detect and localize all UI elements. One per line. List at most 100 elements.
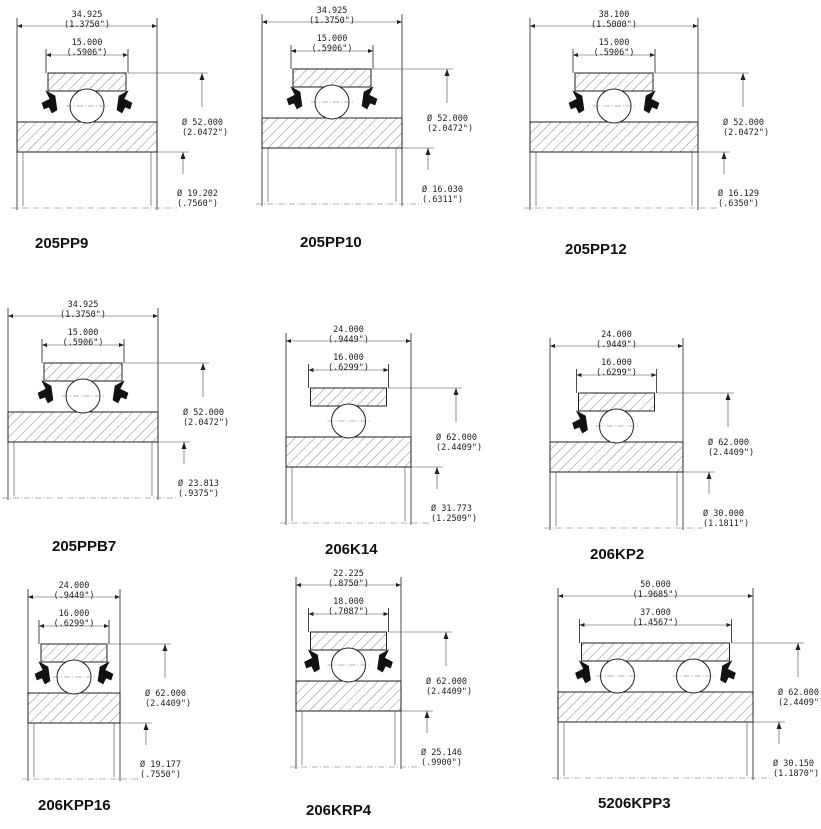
inner-ring bbox=[261, 117, 403, 149]
od-mm: Ø 52.000 bbox=[723, 117, 764, 128]
od-mm: Ø 62.000 bbox=[426, 676, 467, 687]
outer-width-in: (1.3750") bbox=[309, 16, 355, 26]
seal-lip bbox=[37, 380, 54, 404]
outer-width-in: (1.5000") bbox=[591, 20, 637, 30]
inner-width-in: (1.4567") bbox=[632, 618, 678, 628]
seal-lip bbox=[572, 410, 588, 434]
outer-ring bbox=[292, 68, 372, 88]
seal-lip bbox=[116, 90, 133, 114]
bore-mm: Ø 16.030 bbox=[422, 184, 463, 195]
arrowhead bbox=[199, 73, 205, 80]
inner-ring bbox=[16, 121, 158, 153]
bearing-206kpp16: 24.000(.9449")16.000(.6299")Ø 62.000(2.4… bbox=[22, 581, 191, 814]
inner-width-in: (.6299") bbox=[596, 368, 637, 378]
outer-ring bbox=[574, 72, 654, 92]
bearing-206krp4: 22.225(.8750")18.000(.7087")Ø 62.000(2.4… bbox=[290, 569, 472, 819]
arrowhead bbox=[153, 314, 158, 318]
seal-lip bbox=[304, 649, 320, 673]
inner-width-mm: 37.000 bbox=[640, 608, 671, 618]
arrowhead bbox=[434, 467, 440, 474]
inner-ring bbox=[557, 691, 754, 723]
outer-width-mm: 50.000 bbox=[640, 580, 671, 590]
arrowhead bbox=[383, 612, 389, 616]
inner-width-mm: 16.000 bbox=[601, 358, 632, 368]
arrowhead bbox=[286, 339, 291, 343]
arrowhead bbox=[42, 343, 47, 347]
arrowhead bbox=[425, 148, 431, 155]
inner-width-in: (.6299") bbox=[328, 363, 369, 373]
outer-width-mm: 34.925 bbox=[72, 10, 103, 20]
od-mm: Ø 62.000 bbox=[708, 437, 749, 448]
od-in: (2.0472") bbox=[723, 128, 769, 138]
inner-width-mm: 15.000 bbox=[317, 34, 348, 44]
arrowhead bbox=[143, 723, 149, 730]
bore-in: (.6311") bbox=[422, 195, 463, 205]
arrowhead bbox=[573, 53, 578, 57]
part-number: 205PP10 bbox=[300, 234, 362, 251]
bearing-206k14: 24.000(.9449")16.000(.6299")Ø 62.000(2.4… bbox=[280, 325, 482, 558]
inner-ring bbox=[549, 441, 684, 473]
arrowhead bbox=[576, 373, 582, 377]
od-mm: Ø 62.000 bbox=[778, 687, 819, 698]
seal-lip bbox=[286, 86, 303, 110]
arrowhead bbox=[397, 20, 402, 24]
od-in: (2.4409") bbox=[426, 687, 472, 697]
inner-width-in: (.6299") bbox=[54, 619, 95, 629]
inner-width-in: (.5906") bbox=[312, 44, 353, 54]
seal-lip bbox=[575, 660, 591, 684]
seal-lip bbox=[34, 661, 51, 685]
bore-in: (.9375") bbox=[178, 489, 219, 499]
outer-width-in: (.9449") bbox=[328, 335, 369, 345]
ball bbox=[599, 408, 634, 444]
part-number: 5206KPP3 bbox=[598, 795, 671, 812]
arrowhead bbox=[104, 624, 109, 628]
seal-lip bbox=[720, 660, 736, 684]
od-mm: Ø 62.000 bbox=[145, 688, 186, 699]
ball bbox=[314, 84, 350, 120]
arrowhead bbox=[406, 339, 411, 343]
arrowhead bbox=[721, 152, 727, 159]
inner-width-mm: 15.000 bbox=[68, 328, 99, 338]
od-mm: Ø 52.000 bbox=[182, 117, 223, 128]
ball bbox=[65, 378, 101, 414]
arrowhead bbox=[725, 393, 731, 400]
arrowhead bbox=[678, 344, 683, 348]
inner-width-mm: 16.000 bbox=[333, 353, 364, 363]
od-in: (2.0472") bbox=[182, 128, 228, 138]
arrowhead bbox=[706, 472, 712, 479]
bore-in: (.7560") bbox=[177, 199, 218, 209]
od-mm: Ø 62.000 bbox=[436, 432, 477, 443]
inner-width-mm: 15.000 bbox=[599, 38, 630, 48]
arrowhead bbox=[308, 368, 314, 372]
bore-in: (.9900") bbox=[421, 758, 462, 768]
arrowhead bbox=[748, 594, 753, 598]
bore-in: (.7550") bbox=[140, 770, 181, 780]
inner-width-mm: 15.000 bbox=[72, 38, 103, 48]
ball bbox=[600, 658, 635, 694]
od-in: (2.0472") bbox=[427, 124, 473, 134]
bore-in: (1.2509") bbox=[431, 514, 477, 524]
arrowhead bbox=[17, 24, 22, 28]
part-number: 206KP2 bbox=[590, 546, 644, 563]
arrowhead bbox=[650, 53, 655, 57]
bearing-205ppb7: 34.925(1.3750")15.000(.5906")Ø 52.000(2.… bbox=[2, 300, 229, 555]
inner-width-mm: 18.000 bbox=[333, 597, 364, 607]
arrowhead bbox=[180, 152, 186, 159]
od-mm: Ø 52.000 bbox=[427, 113, 468, 124]
arrowhead bbox=[579, 623, 585, 627]
part-number: 205PPB7 bbox=[52, 538, 116, 555]
arrowhead bbox=[308, 612, 314, 616]
arrowhead bbox=[200, 363, 206, 370]
outer-ring bbox=[581, 642, 730, 662]
outer-width-in: (.9449") bbox=[596, 340, 637, 350]
bearing-206kp2: 24.000(.9449")16.000(.6299")Ø 62.000(2.4… bbox=[544, 330, 754, 563]
inner-ring bbox=[295, 680, 402, 712]
outer-ring bbox=[578, 392, 655, 412]
arrowhead bbox=[693, 24, 698, 28]
arrowhead bbox=[795, 643, 801, 650]
bearing-205pp10: 34.925(1.3750")15.000(.5906")Ø 52.000(2.… bbox=[256, 6, 473, 251]
outer-ring bbox=[47, 72, 127, 92]
bore-mm: Ø 19.202 bbox=[177, 188, 218, 199]
part-number: 206K14 bbox=[325, 541, 378, 558]
